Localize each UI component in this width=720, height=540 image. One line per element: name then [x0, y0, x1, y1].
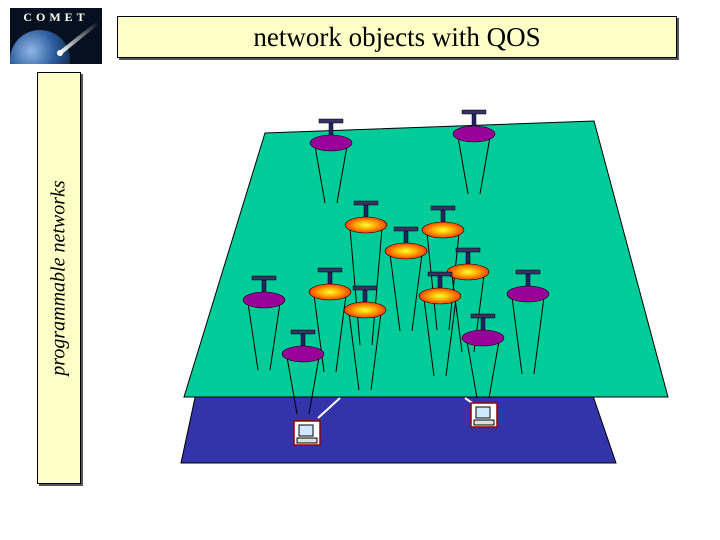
link-line	[317, 397, 341, 419]
network-object-8	[446, 247, 490, 353]
comet-logo: COMET	[10, 8, 102, 64]
network-object-9	[343, 285, 387, 391]
physical-network-layer	[180, 392, 617, 464]
network-object-6	[308, 267, 352, 373]
computer-icon	[470, 402, 498, 428]
network-object-12	[461, 313, 505, 399]
computer-icon	[293, 420, 321, 446]
network-object-1	[309, 118, 353, 204]
network-object-11	[506, 269, 550, 375]
network-object-layer	[183, 120, 669, 398]
page-title: network objects with QOS	[253, 21, 541, 52]
comet-earth-logo-icon	[10, 22, 98, 64]
title-box: network objects with QOS	[117, 16, 677, 58]
network-object-5	[384, 226, 428, 332]
network-object-13	[281, 329, 325, 415]
logo-text: COMET	[23, 10, 89, 24]
network-object-7	[242, 275, 286, 371]
network-object-10	[418, 271, 462, 377]
network-object-2	[452, 109, 496, 195]
side-label-box: programmable networks	[37, 72, 81, 484]
